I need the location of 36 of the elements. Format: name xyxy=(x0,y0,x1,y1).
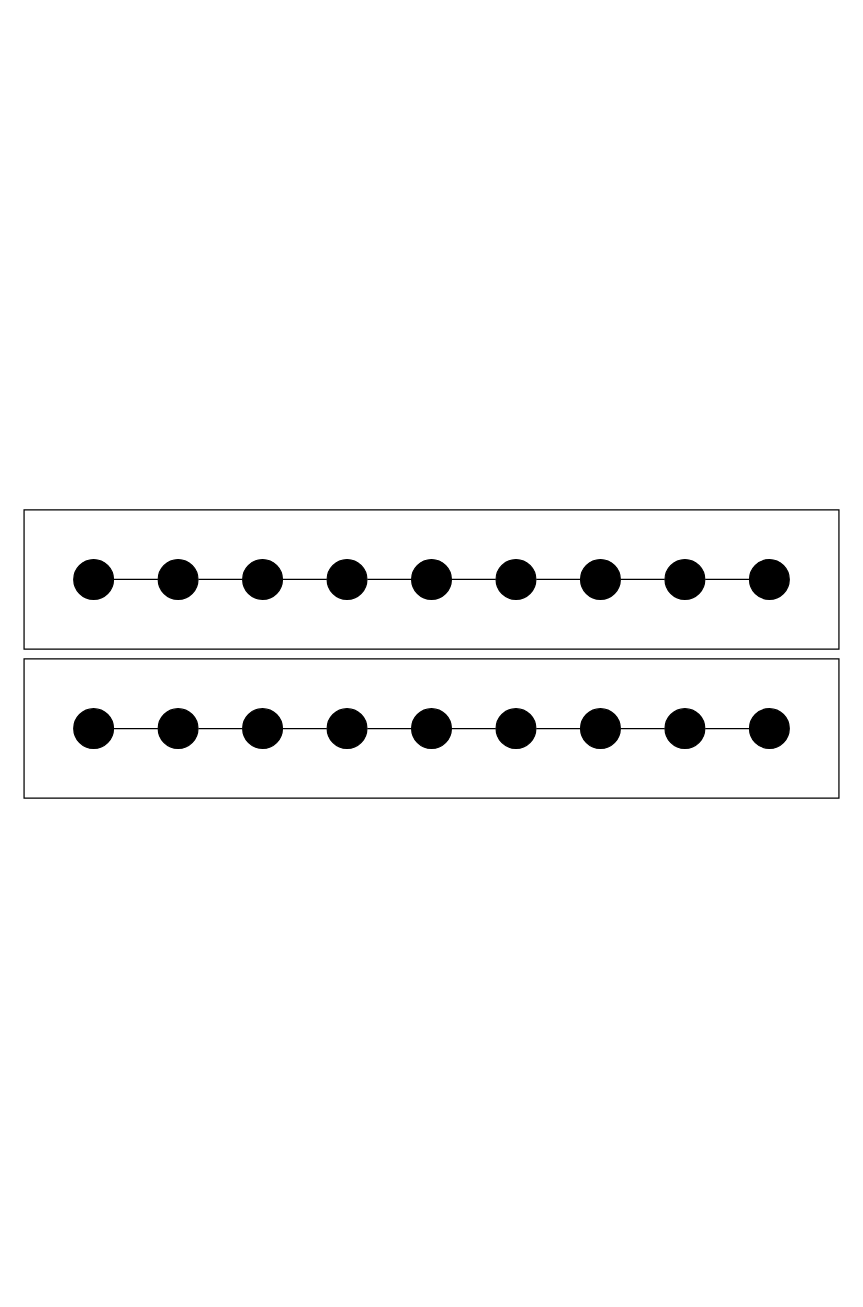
connector xyxy=(704,578,750,580)
node-circle xyxy=(411,707,452,749)
connector xyxy=(366,727,412,729)
connector xyxy=(113,727,159,729)
node-circle xyxy=(242,707,284,749)
node-circle xyxy=(411,558,452,600)
node-circle xyxy=(73,707,115,749)
node-circle xyxy=(579,707,621,749)
node-circle xyxy=(242,558,284,600)
node-circle xyxy=(664,558,706,600)
node-circle xyxy=(495,707,537,749)
node-circle xyxy=(157,558,199,600)
node-circle xyxy=(326,707,368,749)
node-circle xyxy=(157,707,199,749)
connector xyxy=(282,578,328,580)
connector xyxy=(535,578,581,580)
node-circle xyxy=(495,558,537,600)
connector xyxy=(704,727,750,729)
connector xyxy=(113,578,159,580)
connector xyxy=(282,727,328,729)
cluster xyxy=(23,657,840,799)
node-circle xyxy=(579,558,621,600)
connector xyxy=(451,578,497,580)
node-circle xyxy=(664,707,706,749)
connector xyxy=(197,727,244,729)
node-circle xyxy=(73,558,115,600)
connector xyxy=(451,727,497,729)
connector xyxy=(620,727,666,729)
node-circle xyxy=(748,558,790,600)
connector xyxy=(535,727,581,729)
cluster xyxy=(23,508,840,650)
connector xyxy=(620,578,666,580)
connector xyxy=(366,578,412,580)
connector xyxy=(197,578,244,580)
node-circle xyxy=(748,707,790,749)
node-circle xyxy=(326,558,368,600)
